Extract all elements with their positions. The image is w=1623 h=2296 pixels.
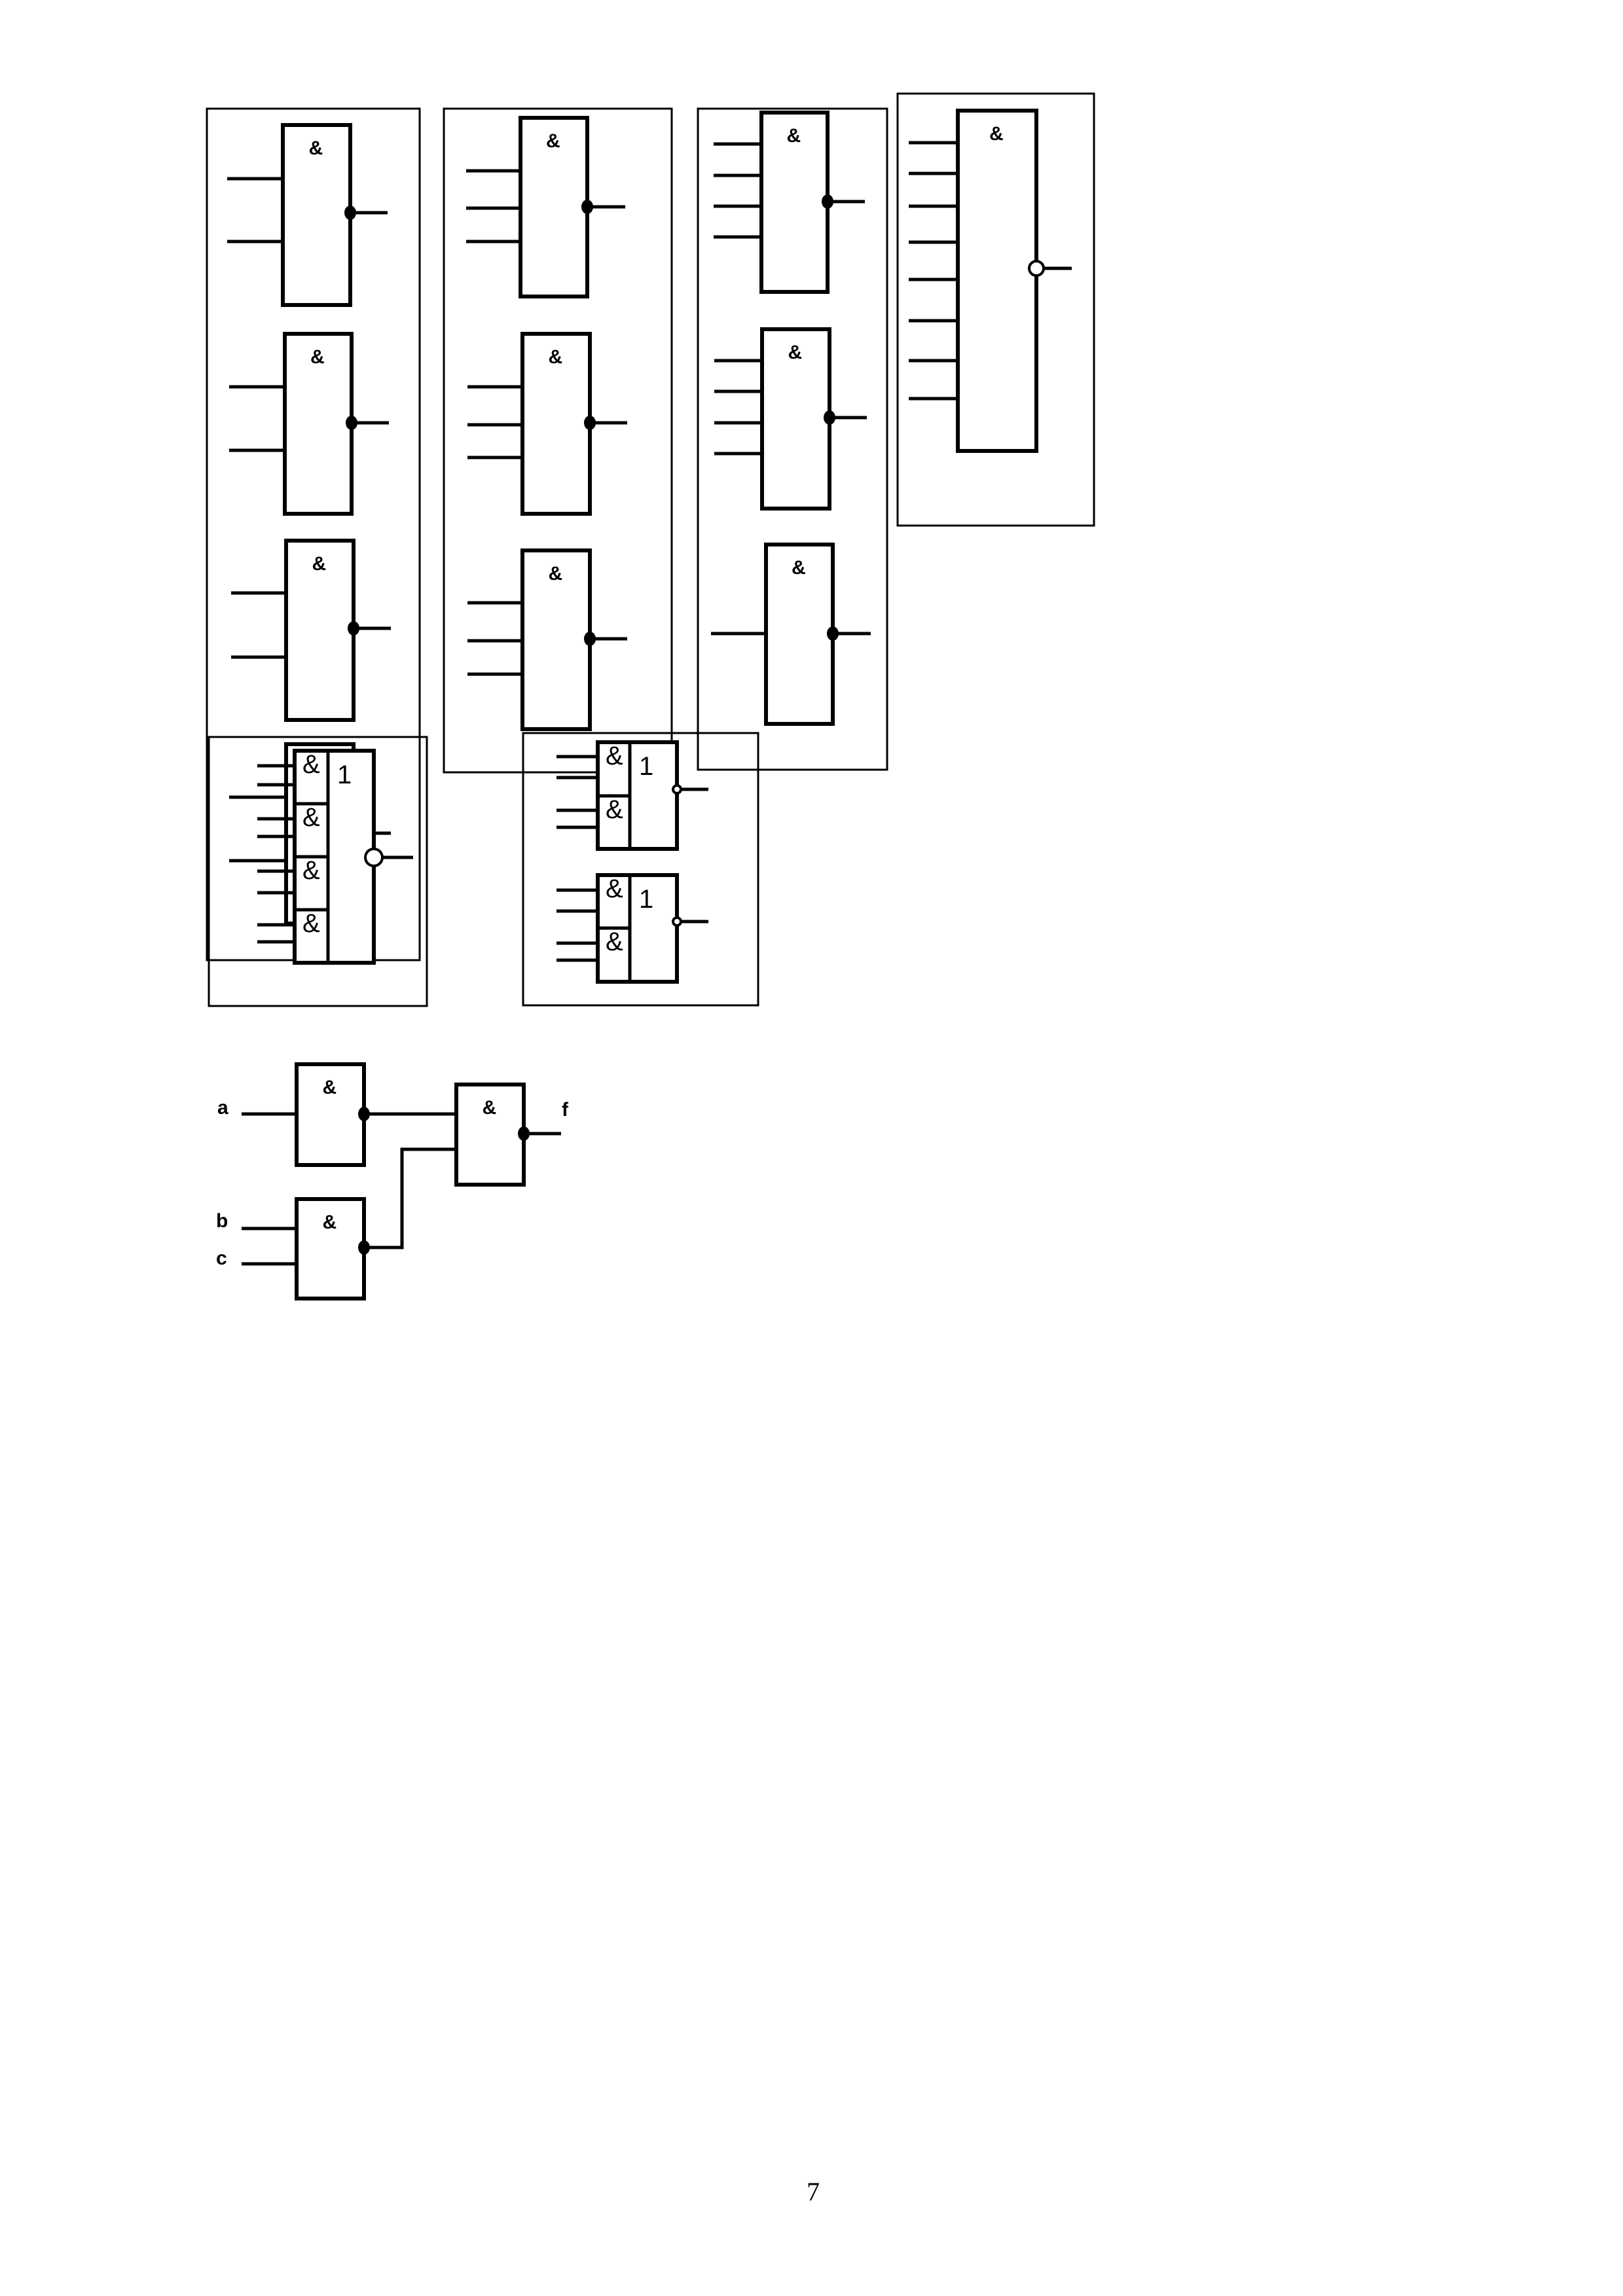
output-dot bbox=[518, 1126, 530, 1141]
and-symbol: & bbox=[606, 874, 623, 903]
and-symbol: & bbox=[302, 750, 320, 779]
and-symbol: & bbox=[302, 803, 320, 832]
output-dot bbox=[344, 206, 356, 220]
output-dot bbox=[358, 1107, 370, 1121]
and-symbol: & bbox=[302, 856, 320, 885]
page-number: 7 bbox=[807, 2177, 820, 2206]
wire-g2-to-g3 bbox=[364, 1147, 456, 1249]
and-gate-2in bbox=[284, 539, 356, 722]
circuit-input-c-label: c bbox=[216, 1247, 227, 1269]
or-symbol: 1 bbox=[337, 761, 352, 789]
nand-gate-8in bbox=[956, 109, 1038, 453]
circuit-output-f-label: f bbox=[562, 1099, 569, 1121]
and-symbol: & bbox=[606, 927, 623, 956]
or-symbol: 1 bbox=[639, 752, 653, 781]
frame-4input-gates bbox=[697, 107, 888, 771]
circuit-input-a-label: a bbox=[217, 1097, 228, 1119]
frame-and-or-invert-4x2 bbox=[208, 736, 428, 1007]
output-dot bbox=[584, 416, 596, 430]
and-symbol: & bbox=[323, 1077, 337, 1098]
and-symbol: & bbox=[606, 795, 623, 824]
output-dot bbox=[822, 194, 833, 209]
output-dot bbox=[581, 200, 593, 214]
circuit-input-b-label: b bbox=[216, 1210, 228, 1232]
output-dot bbox=[824, 410, 835, 425]
output-dot bbox=[348, 621, 359, 636]
inversion-circle bbox=[1028, 260, 1045, 277]
inversion-circle bbox=[672, 916, 682, 927]
and-symbol: & bbox=[302, 909, 320, 938]
and-symbol: & bbox=[323, 1211, 337, 1233]
and-symbol: & bbox=[309, 137, 323, 159]
output-dot bbox=[584, 632, 596, 646]
and-symbol: & bbox=[310, 346, 325, 368]
frame-8input-gate bbox=[896, 92, 1095, 527]
frame-and-or-invert-2x2 bbox=[522, 732, 759, 1007]
and-symbol: & bbox=[312, 553, 327, 575]
and-gate-4in bbox=[759, 111, 830, 294]
output-dot bbox=[358, 1240, 370, 1255]
inversion-circle bbox=[364, 848, 384, 867]
and-symbol: & bbox=[989, 123, 1004, 145]
and-gate-2in bbox=[281, 123, 352, 307]
and-gate-3in bbox=[519, 116, 589, 298]
circuit-and-gate-3 bbox=[454, 1083, 526, 1187]
and-symbol: & bbox=[483, 1097, 497, 1119]
output-dot bbox=[346, 416, 357, 430]
inversion-circle bbox=[672, 784, 682, 795]
and-symbol: & bbox=[606, 742, 623, 770]
or-symbol: 1 bbox=[639, 885, 653, 914]
and-symbol: & bbox=[546, 130, 560, 152]
and-symbol: & bbox=[788, 342, 803, 363]
and-symbol: & bbox=[792, 557, 806, 579]
and-symbol: & bbox=[549, 563, 563, 584]
output-dot bbox=[827, 626, 839, 641]
and-symbol: & bbox=[787, 125, 801, 147]
and-symbol: & bbox=[549, 346, 563, 368]
circuit-and-gate-1 bbox=[295, 1062, 366, 1167]
frame-3input-gates bbox=[443, 107, 673, 774]
